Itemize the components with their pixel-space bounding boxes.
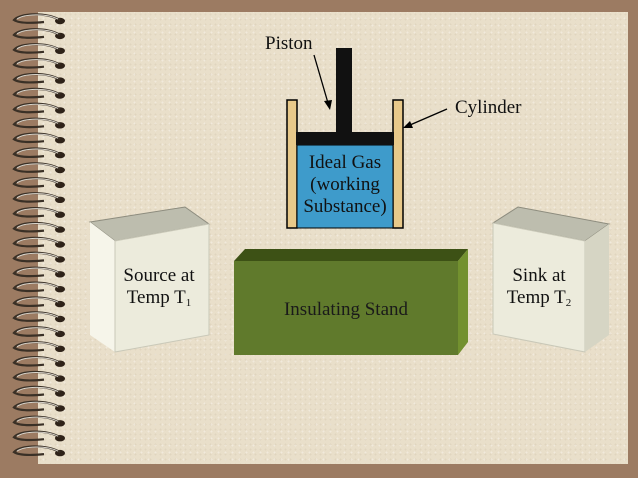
gas-label: Ideal Gas (working Substance) xyxy=(297,152,393,218)
spiral-ring xyxy=(12,87,65,99)
spiral-ring xyxy=(12,28,65,40)
source-block-face xyxy=(114,223,210,353)
spiral-ring xyxy=(12,296,65,308)
spiral-ring xyxy=(12,430,65,442)
cylinder-left-wall xyxy=(286,99,298,229)
spiral-ring xyxy=(12,236,65,248)
sink-temp-text: Temp T xyxy=(506,287,566,308)
stand-side xyxy=(458,249,468,355)
spiral-ring xyxy=(12,415,65,427)
source-temp-text: Temp T xyxy=(126,287,186,308)
gas-label-line-2: (working xyxy=(310,174,380,195)
spiral-ring xyxy=(12,355,65,367)
piston-head xyxy=(296,132,394,145)
source-label: Source at Temp T1 xyxy=(112,265,206,314)
source-block xyxy=(88,206,211,353)
spiral-ring xyxy=(12,400,65,412)
stand-label: Insulating Stand xyxy=(283,299,409,320)
spiral-ring xyxy=(12,341,65,352)
piston-label: Piston xyxy=(265,33,313,54)
cylinder-right-wall xyxy=(392,99,404,229)
sink-label-line-1: Sink at xyxy=(512,265,566,286)
spiral-ring xyxy=(12,43,65,54)
spiral-ring xyxy=(12,177,65,189)
spiral-ring xyxy=(12,72,65,84)
sink-block-side xyxy=(585,224,609,352)
spiral-ring xyxy=(12,266,65,278)
spiral-ring xyxy=(12,147,65,159)
sink-label: Sink at Temp T2 xyxy=(493,265,585,314)
cylinder-pointer xyxy=(403,108,448,128)
spiral-ring xyxy=(12,326,65,338)
sink-label-line-2: Temp T2 xyxy=(493,287,585,314)
spiral-ring xyxy=(12,385,65,397)
spiral-ring xyxy=(12,102,65,114)
source-label-line-1: Source at xyxy=(123,265,195,286)
insulating-stand xyxy=(234,249,468,355)
source-label-line-2: Temp T1 xyxy=(112,287,206,314)
spiral-ring xyxy=(12,117,65,129)
spiral-ring xyxy=(12,162,65,174)
stand-top xyxy=(234,249,468,261)
stand-front xyxy=(234,261,458,355)
sink-block xyxy=(491,206,611,353)
piston-pointer xyxy=(313,54,332,110)
gas-label-line-1: Ideal Gas xyxy=(308,152,382,173)
spiral-ring xyxy=(12,13,65,25)
spiral-ring xyxy=(12,221,65,233)
cylinder-label: Cylinder xyxy=(455,97,522,118)
spiral-ring xyxy=(12,192,65,203)
spiral-ring xyxy=(12,251,65,263)
sink-temp-subscript: 2 xyxy=(565,297,572,309)
spiral-ring xyxy=(12,281,65,293)
gas-label-line-3: Substance) xyxy=(303,196,387,217)
spiral-ring xyxy=(12,132,65,144)
spiral-binding xyxy=(12,13,65,457)
spiral-ring xyxy=(12,370,65,382)
spiral-ring xyxy=(12,57,65,69)
piston-rod xyxy=(336,48,352,136)
source-block-front xyxy=(90,222,115,352)
source-temp-subscript: 1 xyxy=(185,297,192,309)
spiral-ring xyxy=(12,311,65,323)
ideal-gas xyxy=(296,144,394,229)
spiral-ring xyxy=(12,445,65,457)
spiral-ring xyxy=(12,206,65,218)
